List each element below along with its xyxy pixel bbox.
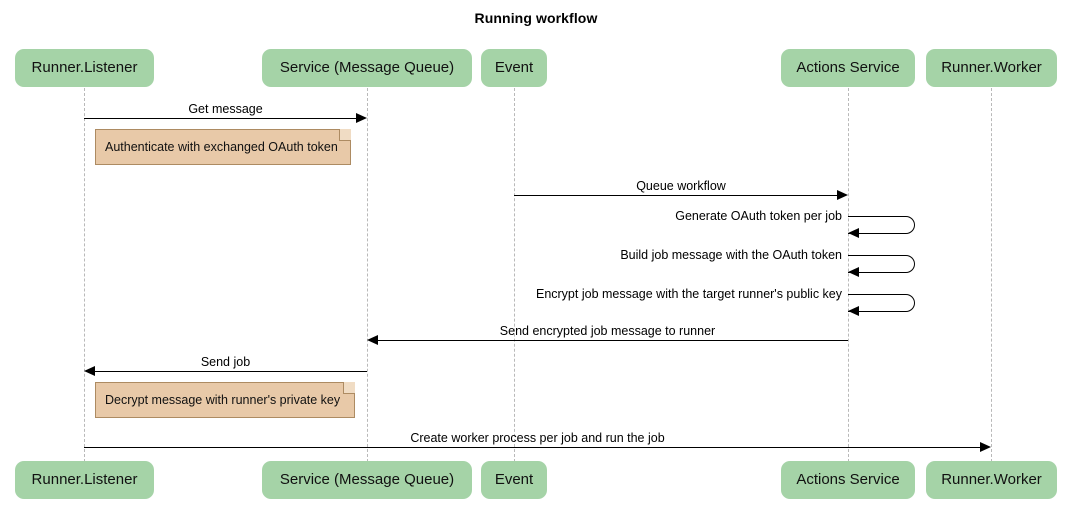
note-fold-corner — [343, 382, 355, 394]
arrow-head-build-job-message — [848, 267, 859, 277]
message-label-generate-token: Generate OAuth token per job — [675, 209, 842, 223]
message-line-get-message — [84, 118, 356, 119]
arrow-head-send-job — [84, 366, 95, 376]
participant-runner-worker-bottom[interactable]: Runner.Worker — [926, 461, 1057, 499]
participant-runner-listener-top[interactable]: Runner.Listener — [15, 49, 154, 87]
participant-label: Service (Message Queue) — [279, 471, 455, 488]
note-fold-corner — [339, 129, 351, 141]
note-label: Decrypt message with runner's private ke… — [105, 393, 341, 407]
participant-event-top[interactable]: Event — [481, 49, 547, 87]
participant-runner-worker-top[interactable]: Runner.Worker — [926, 49, 1057, 87]
participant-label: Actions Service — [796, 471, 900, 488]
participant-label: Runner.Worker — [941, 59, 1042, 76]
participant-label: Runner.Listener — [31, 471, 138, 488]
participant-event-bottom[interactable]: Event — [481, 461, 547, 499]
message-line-create-worker — [84, 447, 980, 448]
message-label-encrypt-job: Encrypt job message with the target runn… — [535, 287, 842, 301]
lifeline-service-queue — [367, 88, 368, 462]
participant-label: Runner.Listener — [31, 59, 138, 76]
message-label-send-encrypted: Send encrypted job message to runner — [499, 324, 716, 338]
self-loop-generate-token — [848, 216, 915, 234]
arrow-head-encrypt-job — [848, 306, 859, 316]
participant-service-queue-top[interactable]: Service (Message Queue) — [262, 49, 472, 87]
note-authenticate: Authenticate with exchanged OAuth token — [95, 129, 351, 165]
participant-label: Event — [494, 59, 534, 76]
page-title: Running workflow — [474, 10, 598, 26]
note-decrypt: Decrypt message with runner's private ke… — [95, 382, 355, 418]
arrow-head-get-message — [356, 113, 367, 123]
self-loop-encrypt-job — [848, 294, 915, 312]
participant-label: Runner.Worker — [941, 471, 1042, 488]
participant-label: Event — [494, 471, 534, 488]
message-label-create-worker: Create worker process per job and run th… — [410, 431, 665, 445]
participant-runner-listener-bottom[interactable]: Runner.Listener — [15, 461, 154, 499]
participant-actions-service-bottom[interactable]: Actions Service — [781, 461, 915, 499]
arrow-head-create-worker — [980, 442, 991, 452]
lifeline-runner-worker — [991, 88, 992, 462]
arrow-head-queue-workflow — [837, 190, 848, 200]
message-line-send-encrypted — [378, 340, 848, 341]
message-label-queue-workflow: Queue workflow — [636, 179, 726, 193]
lifeline-runner-listener — [84, 88, 85, 462]
message-label-send-job: Send job — [200, 355, 251, 369]
participant-actions-service-top[interactable]: Actions Service — [781, 49, 915, 87]
message-label-build-job-message: Build job message with the OAuth token — [620, 248, 842, 262]
message-line-queue-workflow — [514, 195, 837, 196]
participant-label: Service (Message Queue) — [279, 59, 455, 76]
note-label: Authenticate with exchanged OAuth token — [105, 140, 338, 154]
self-loop-build-job-message — [848, 255, 915, 273]
message-line-send-job — [95, 371, 367, 372]
participant-label: Actions Service — [796, 59, 900, 76]
lifeline-event — [514, 88, 515, 462]
arrow-head-generate-token — [848, 228, 859, 238]
participant-service-queue-bottom[interactable]: Service (Message Queue) — [262, 461, 472, 499]
message-label-get-message: Get message — [188, 102, 263, 116]
arrow-head-send-encrypted — [367, 335, 378, 345]
